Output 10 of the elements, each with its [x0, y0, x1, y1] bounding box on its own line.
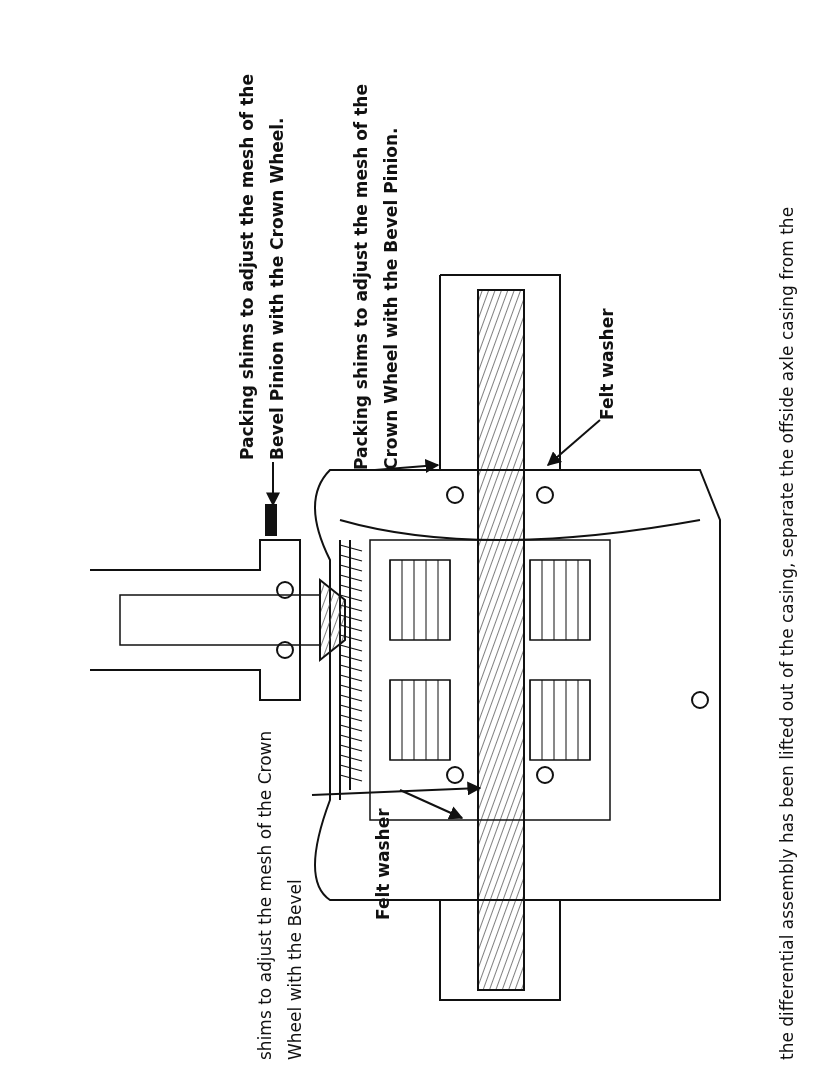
leader-line: [546, 419, 601, 466]
leader-line: [311, 781, 482, 796]
callout-text: Packing shims to adjust the mesh of the Crown Wheel with the Bevel Pinion.: [346, 60, 441, 470]
callout-text: Packing shims to adjust the mesh of the Bevel Pinion with the Crown Wheel.: [232, 60, 322, 460]
leader-line: [374, 459, 440, 473]
leader-line: [399, 789, 464, 820]
callout-text: shims to adjust the mesh of the Crown Wheel with the Bevel: [250, 700, 312, 1060]
callout-text: Felt washer: [592, 290, 624, 420]
leader-line: [266, 461, 280, 507]
body-text: the differential assembly has been lifted out of the casing, separate the offside axle casing from the: [776, 205, 798, 1060]
